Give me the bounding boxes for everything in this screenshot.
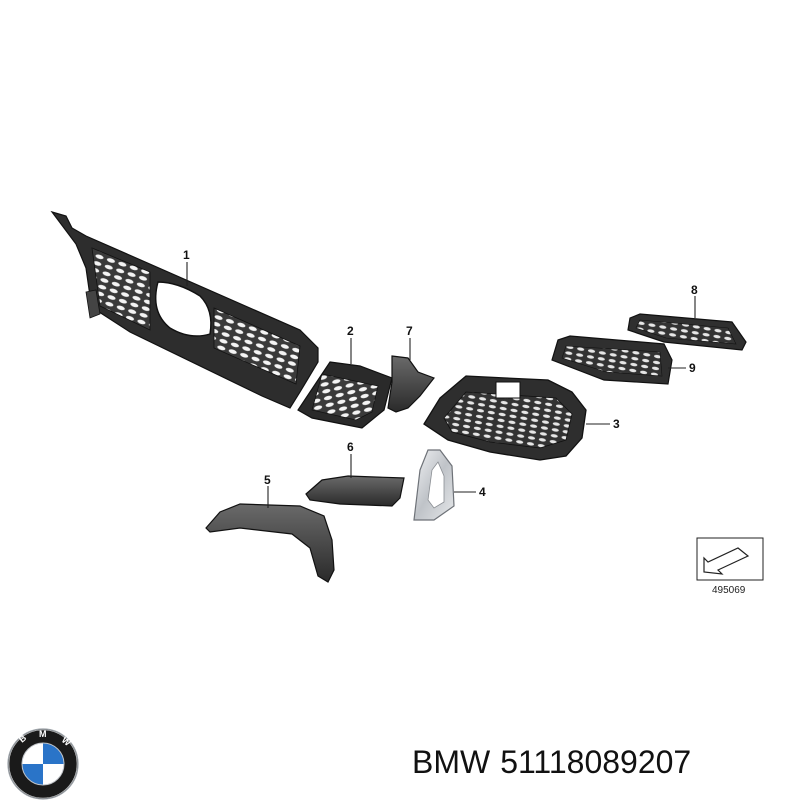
svg-text:M: M — [39, 729, 47, 739]
reference-box: 495069 — [696, 537, 764, 596]
part-8-strip-grille — [627, 313, 747, 351]
svg-text:B: B — [17, 732, 29, 744]
callout-1: 1 — [183, 248, 190, 262]
part-7-bracket — [387, 355, 435, 413]
arrow-icon — [703, 547, 750, 575]
part-5-side-cover — [205, 503, 335, 583]
part-1-central-grille — [50, 210, 319, 409]
callout-4: 4 — [479, 485, 486, 499]
brand-name: BMW — [412, 744, 491, 780]
callout-6: 6 — [347, 440, 354, 454]
callout-5: 5 — [264, 473, 271, 487]
callout-3: 3 — [613, 417, 620, 431]
part-6-trim-strip — [305, 475, 405, 507]
part-4-chrome-frame — [413, 449, 455, 521]
leader-lines — [186, 262, 696, 508]
part-2-side-grille — [297, 361, 393, 429]
part-9-grille-insert — [551, 335, 673, 385]
part-3-fog-grille-frame — [423, 375, 587, 461]
reference-number: 495069 — [712, 585, 746, 596]
callout-7: 7 — [406, 324, 413, 338]
bmw-logo: B M W — [7, 728, 79, 800]
callout-8: 8 — [691, 283, 698, 297]
callout-9: 9 — [689, 361, 696, 375]
callout-2: 2 — [347, 324, 354, 338]
part-number: 51118089207 — [500, 744, 692, 780]
